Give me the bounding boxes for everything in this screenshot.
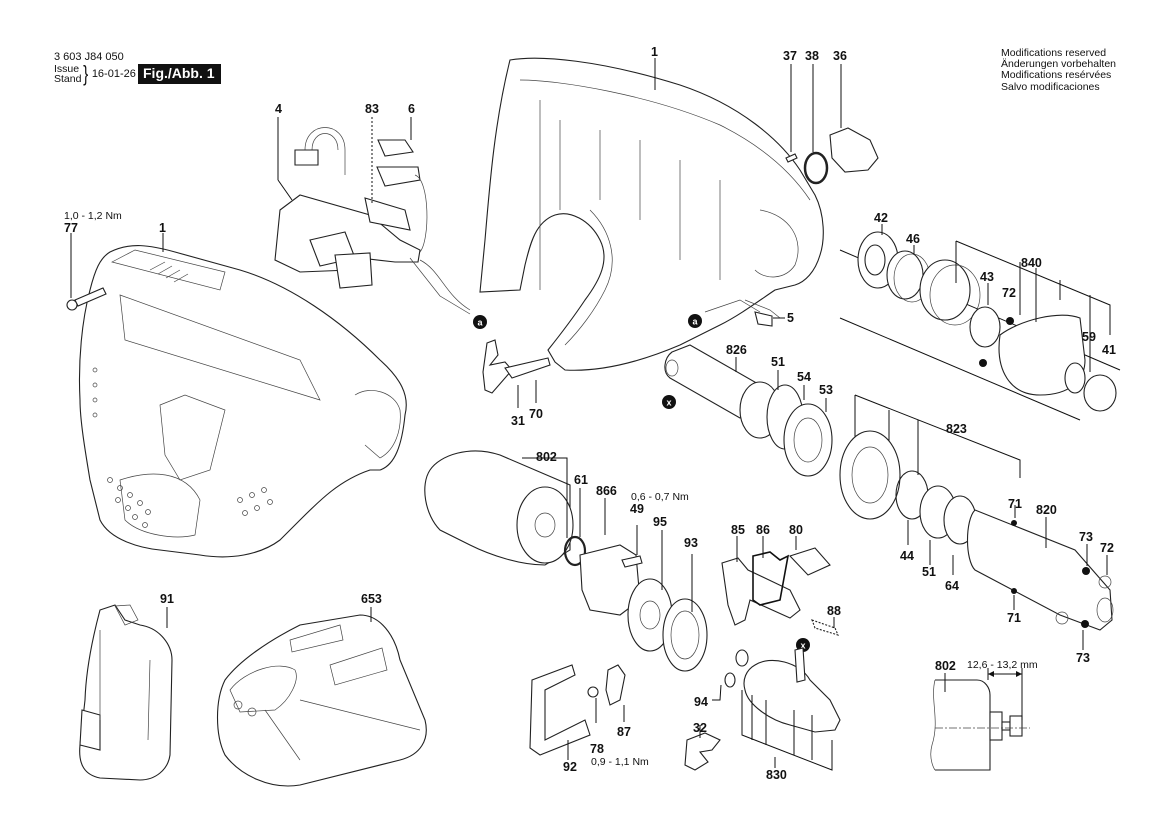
- part-label-802-motor: 802: [536, 450, 557, 464]
- part-label-95: 95: [653, 515, 667, 529]
- stand-label: Stand: [54, 73, 82, 85]
- part-label-70: 70: [529, 407, 543, 421]
- part-label-72-chuck: 72: [1002, 286, 1016, 300]
- part-label-46: 46: [906, 232, 920, 246]
- part-label-91: 91: [160, 592, 174, 606]
- part-label-51-lower: 51: [922, 565, 936, 579]
- spindle-assembly-drawing: [839, 394, 1114, 631]
- part-label-49: 49: [630, 502, 644, 516]
- part-label-80: 80: [789, 523, 803, 537]
- figure-badge: Fig./Abb. 1: [138, 64, 221, 84]
- charger-drawing: [217, 614, 427, 787]
- marker-a-text: a: [477, 318, 483, 328]
- marker-x-text: x: [666, 398, 671, 408]
- torque-49: 0,6 - 0,7 Nm: [631, 491, 689, 503]
- part-label-826: 826: [726, 343, 747, 357]
- part-label-64: 64: [945, 579, 959, 593]
- motor-dimension-detail: [930, 668, 1030, 771]
- chuck-group-drawing: [839, 231, 1121, 421]
- spindle-tube-drawing: [664, 344, 833, 477]
- modifications-notice: Modifications reserved Änderungen vorbeh…: [1001, 47, 1117, 93]
- part-label-92: 92: [563, 760, 577, 774]
- part-label-31: 31: [511, 414, 525, 428]
- part-label-88: 88: [827, 604, 841, 618]
- battery-pack-drawing: [79, 604, 173, 781]
- issue-labels: Issue Stand: [54, 63, 82, 85]
- electronics-module-drawing: [274, 127, 471, 315]
- part-label-54: 54: [797, 370, 811, 384]
- part-label-71-lower: 71: [1007, 611, 1021, 625]
- part-label-72-spindle: 72: [1100, 541, 1114, 555]
- issue-label: Issue: [54, 63, 80, 75]
- brace: }: [83, 61, 89, 86]
- connector-marker-a-right: a: [688, 314, 702, 328]
- housing-outer-drawing: [78, 245, 407, 558]
- part-label-94: 94: [694, 695, 708, 709]
- part-label-866: 866: [596, 484, 617, 498]
- motor-drawing: [424, 450, 708, 672]
- issue-block: Issue Stand } 16-01-26: [54, 61, 136, 86]
- document-number: 3 603 J84 050: [54, 51, 124, 63]
- part-label-5: 5: [787, 311, 794, 325]
- housing-half-drawing: [479, 57, 824, 371]
- part-label-71-upper: 71: [1008, 497, 1022, 511]
- part-label-86: 86: [756, 523, 770, 537]
- part-label-1-housing: 1: [651, 45, 658, 59]
- part-label-32: 32: [693, 721, 707, 735]
- dimension-label: 12,6 - 13,2 mm: [967, 659, 1038, 671]
- part-label-42: 42: [874, 211, 888, 225]
- part-label-87: 87: [617, 725, 631, 739]
- grip-dots: [92, 367, 273, 528]
- part-label-820: 820: [1036, 503, 1057, 517]
- part-label-83: 83: [365, 102, 379, 116]
- notice-fr: Modifications resérvées: [1001, 69, 1112, 82]
- notice-en: Modifications reserved: [1001, 47, 1107, 59]
- part-label-43: 43: [980, 270, 994, 284]
- part-label-61: 61: [574, 473, 588, 487]
- part-label-93: 93: [684, 536, 698, 550]
- part-label-41: 41: [1102, 343, 1116, 357]
- part-label-38: 38: [805, 49, 819, 63]
- torque-78: 0,9 - 1,1 Nm: [591, 756, 649, 768]
- part-label-51-upper: 51: [771, 355, 785, 369]
- connector-marker-a-left: a: [473, 315, 487, 329]
- issue-date: 16-01-26: [91, 68, 136, 80]
- part-label-73-lower: 73: [1076, 651, 1090, 665]
- part-label-840: 840: [1021, 256, 1042, 270]
- part-label-36: 36: [833, 49, 847, 63]
- part-label-823: 823: [946, 422, 967, 436]
- part-label-4: 4: [275, 102, 282, 116]
- notice-es: Salvo modificaciones: [1001, 80, 1100, 93]
- part-label-830: 830: [766, 768, 787, 782]
- part-label-802-detail: 802: [935, 659, 956, 673]
- part-label-37: 37: [783, 49, 797, 63]
- part-label-59: 59: [1082, 330, 1096, 344]
- marker-x-text: x: [800, 641, 805, 651]
- planetary-gear-drawing: [684, 647, 841, 771]
- notice-de: Änderungen vorbehalten: [1001, 58, 1117, 71]
- part-label-78: 78: [590, 742, 604, 756]
- part-label-73-upper: 73: [1079, 530, 1093, 544]
- torque-77: 1,0 - 1,2 Nm: [64, 210, 122, 222]
- marker-a-text: a: [692, 317, 698, 327]
- screw-77-drawing: [66, 287, 107, 311]
- part-label-85: 85: [731, 523, 745, 537]
- part-label-77: 77: [64, 221, 78, 235]
- part-label-1-outer: 1: [159, 221, 166, 235]
- part-label-6: 6: [408, 102, 415, 116]
- part-label-653: 653: [361, 592, 382, 606]
- part-label-44: 44: [900, 549, 914, 563]
- connector-marker-x-left: x: [662, 395, 676, 409]
- part-labels: 1,0 - 1,2 Nm 77 1 4 83 6 1 37 38 36 5 42…: [64, 45, 1116, 782]
- part-label-53: 53: [819, 383, 833, 397]
